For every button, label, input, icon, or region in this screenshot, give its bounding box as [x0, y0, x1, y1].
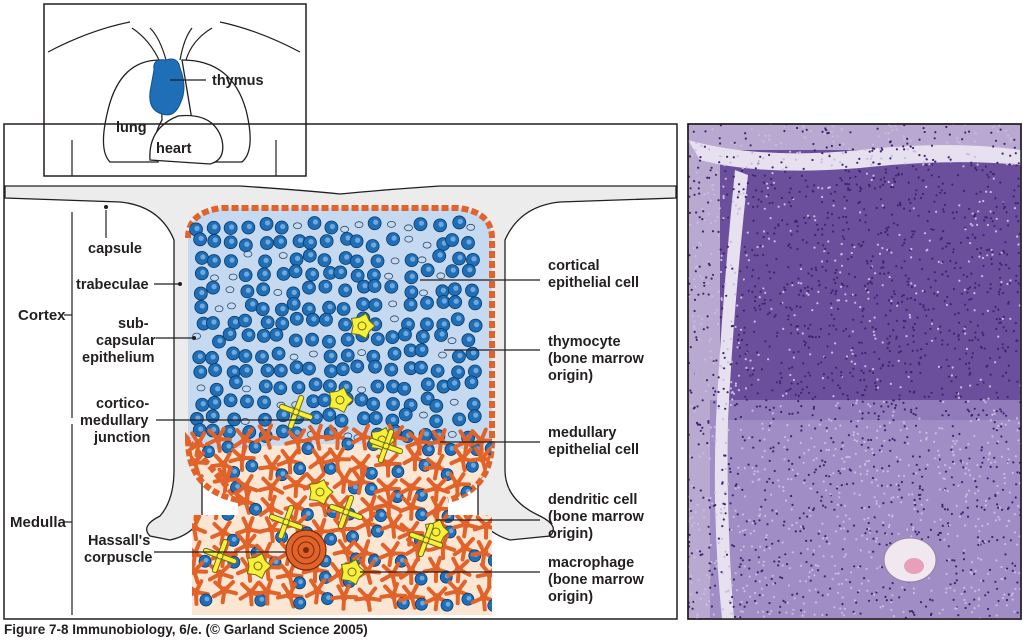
capsule-label: capsule — [88, 241, 142, 257]
thymocyte-label-3: origin) — [548, 368, 593, 384]
heart-label: heart — [156, 141, 192, 157]
cortex-label: Cortex — [18, 307, 66, 324]
medulla-label: Medulla — [10, 514, 66, 531]
medullary-label-2: epithelial cell — [548, 442, 639, 458]
left-callouts: capsule trabeculae sub- capsular epithel… — [76, 205, 310, 566]
histology-micrograph — [687, 123, 1022, 620]
corticomedullary-label-1: cortico- — [96, 396, 149, 412]
subcapsular-label-2: capsular — [96, 333, 156, 349]
figure-caption: Figure 7-8 Immunobiology, 6/e. (© Garlan… — [4, 622, 368, 637]
lung-label: lung — [116, 120, 147, 136]
region-brackets — [64, 212, 73, 615]
cortical-label-2: epithelial cell — [548, 275, 639, 291]
dendritic-label-3: origin) — [548, 526, 593, 542]
dendritic-label-2: (bone marrow — [548, 509, 645, 525]
subcapsular-label-1: sub- — [118, 316, 149, 332]
macrophage-label-3: origin) — [548, 589, 593, 605]
hassalls-corpuscle — [285, 529, 327, 571]
diagram-frame — [3, 123, 678, 620]
medullary-label-1: medullary — [548, 425, 617, 441]
corticomedullary-label-3: junction — [93, 430, 150, 446]
trabeculae-label: trabeculae — [76, 277, 149, 293]
corticomedullary-label-2: medullary — [80, 413, 149, 429]
macrophage-label-1: macrophage — [548, 555, 634, 571]
body-inset: thymus lung heart — [43, 3, 307, 177]
vessels — [131, 27, 213, 63]
thymus-organ — [149, 58, 185, 116]
cortical-label-1: cortical — [548, 258, 600, 274]
subcapsular-label-3: epithelium — [82, 350, 155, 366]
thymocyte-label-1: thymocyte — [548, 334, 621, 350]
thymocyte-label-2: (bone marrow — [548, 351, 645, 367]
hassalls-label-2: corpuscle — [84, 550, 153, 566]
lobule — [184, 205, 495, 615]
macrophage-label-2: (bone marrow — [548, 572, 645, 588]
heart-shape — [149, 114, 224, 165]
subcapsular-epithelium — [184, 205, 495, 505]
dendritic-label-1: dendritic cell — [548, 492, 637, 508]
hassalls-label-1: Hassall's — [88, 533, 150, 549]
thymus-label: thymus — [212, 73, 264, 89]
shoulder-outline — [47, 21, 301, 53]
right-callouts: cortical epithelial cell thymocyte (bone… — [360, 258, 645, 605]
